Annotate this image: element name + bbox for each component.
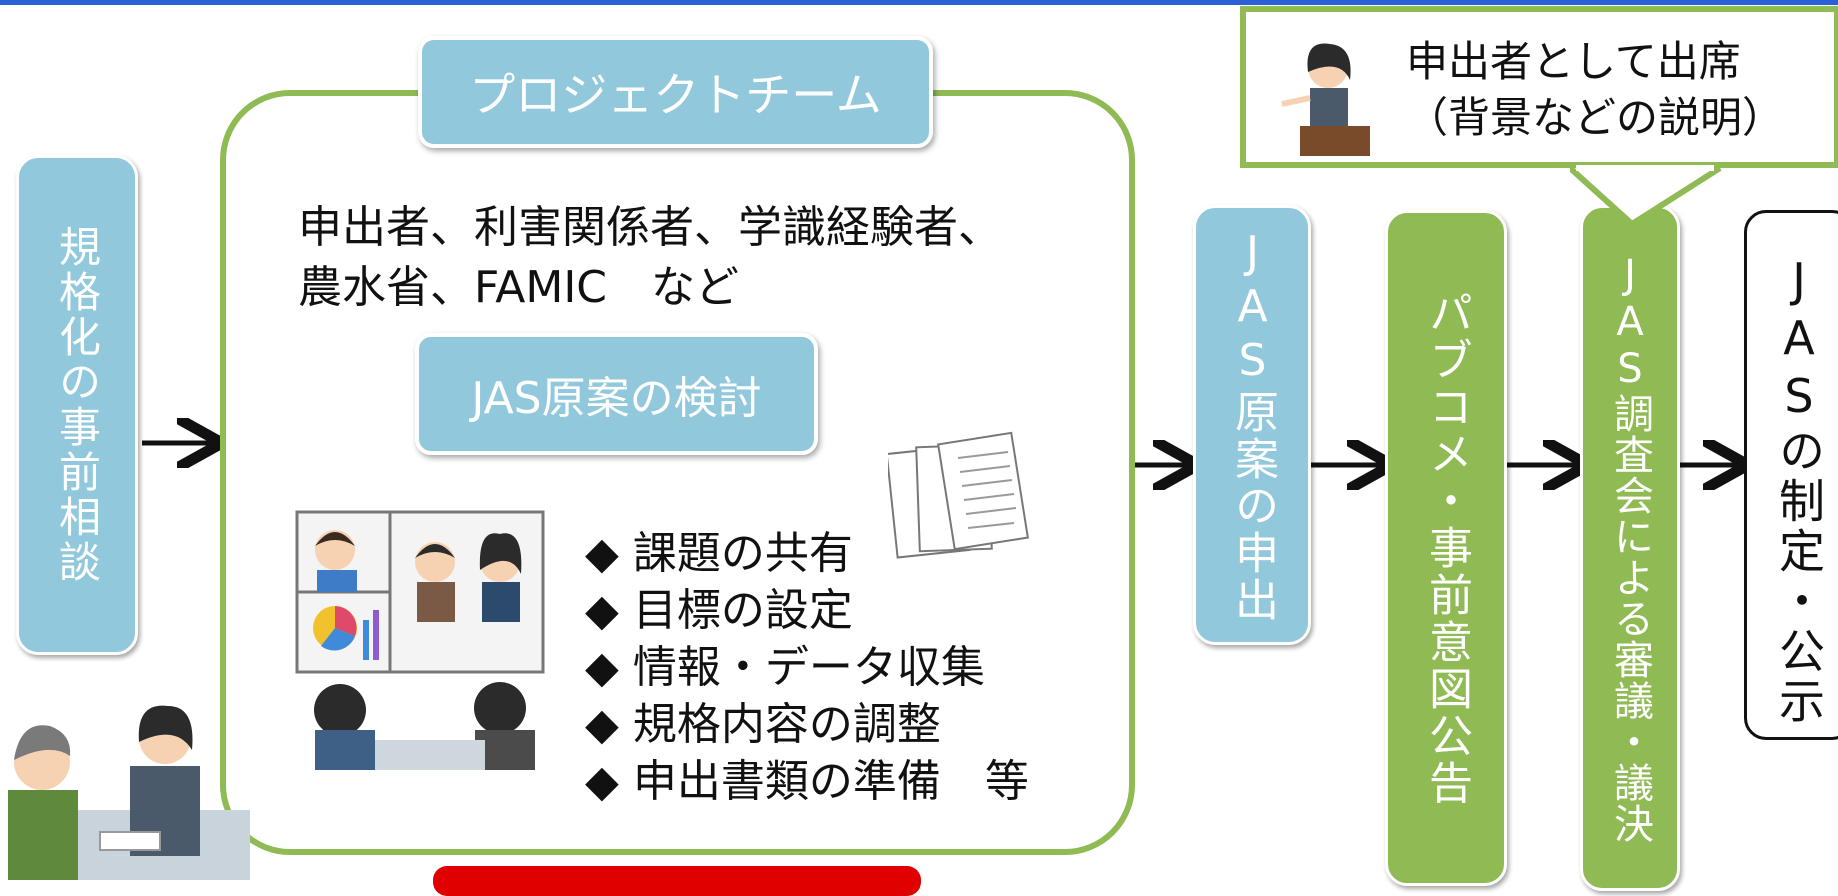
documents-illustration (888, 431, 1029, 559)
team-members-line2: 農水省、FAMIC など (298, 262, 740, 313)
task-item: ◆目標の設定 (585, 585, 853, 636)
task-list: ◆課題の共有 ◆目標の設定 ◆情報・データ収集 ◆規格内容の調整 ◆申出書類の準… (585, 525, 1029, 810)
task-item: ◆情報・データ収集 (585, 642, 985, 693)
video-meeting-illustration (295, 510, 545, 770)
presenter-illustration (1281, 43, 1370, 156)
team-members: 申出者、利害関係者、学識経験者、 農水省、FAMIC など (298, 198, 1002, 318)
task-item: ◆課題の共有 (585, 528, 853, 579)
step-public-comment: パブコメ・事前意図公告 (1385, 210, 1507, 886)
diamond-bullet-icon: ◆ (585, 699, 619, 750)
callout-line2: （背景などの説明） (1406, 93, 1785, 142)
diamond-bullet-icon: ◆ (585, 642, 619, 693)
callout-text: 申出者として出席 （背景などの説明） (1406, 34, 1784, 146)
step-council-deliberation: JAS調査会による審議・議決 (1580, 205, 1680, 891)
project-team-title: プロジェクトチーム (418, 36, 933, 148)
team-members-line1: 申出者、利害関係者、学識経験者、 (298, 202, 1002, 253)
step-jas-draft-submission: JAS原案の申出 (1193, 205, 1311, 645)
top-accent-bar (0, 0, 1838, 5)
callout-line1: 申出者として出席 (1406, 37, 1741, 86)
callout-pointer (1570, 165, 1722, 228)
step-prior-consultation: 規格化の事前相談 (16, 155, 138, 655)
draft-review-label: JAS原案の検討 (415, 333, 818, 455)
task-item: ◆規格内容の調整 (585, 699, 941, 750)
diamond-bullet-icon: ◆ (585, 756, 619, 807)
task-item: ◆申出書類の準備 等 (585, 756, 1029, 807)
diamond-bullet-icon: ◆ (585, 528, 619, 579)
step-prior-consultation-label: 規格化の事前相談 (52, 225, 102, 585)
step-jas-enactment: JASの制定・公示 (1744, 210, 1838, 740)
consultation-illustration (8, 705, 250, 880)
diamond-bullet-icon: ◆ (585, 585, 619, 636)
red-highlight-bar (433, 866, 921, 896)
